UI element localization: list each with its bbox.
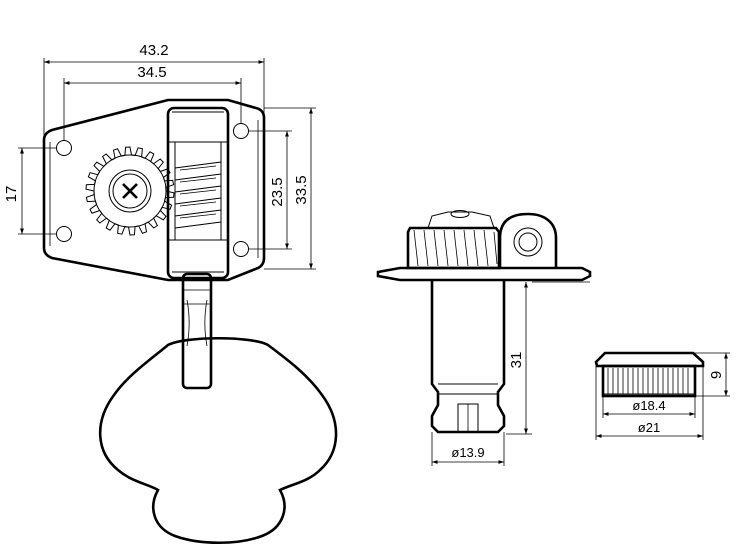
dimension-overall-width: 43.2: [43, 42, 265, 138]
dim-label-13-9: ø13.9: [451, 445, 484, 460]
dimension-overall-height: 33.5: [264, 107, 316, 270]
screw-cross-icon: [122, 183, 138, 199]
side-gear: [406, 226, 501, 270]
dimension-post-diameter: ø13.9: [431, 432, 505, 466]
dimension-bushing-height: 9: [694, 352, 730, 397]
dimension-left-hole-spacing: 17: [3, 147, 56, 235]
dim-label-23-5: 23.5: [269, 177, 286, 206]
dim-label-17: 17: [3, 186, 20, 203]
gear: [85, 146, 175, 236]
side-plate: [376, 266, 592, 282]
dimension-hole-spacing-width: 34.5: [63, 64, 242, 140]
worm-housing: [166, 106, 230, 280]
front-view: 43.2 34.5 17 23.5 33.5: [3, 42, 338, 545]
dim-label-9: 9: [708, 371, 725, 379]
mounting-hole-bottom-left: [56, 226, 72, 242]
dim-label-18-4: ø18.4: [632, 398, 665, 413]
mounting-hole-top-left: [56, 140, 72, 156]
dimension-bushing-outer-diameter: ø21: [595, 366, 704, 440]
tuner-button: [98, 337, 338, 545]
dim-label-43-2: 43.2: [139, 42, 168, 59]
mounting-holes: [56, 123, 249, 257]
dimension-bushing-inner-diameter: ø18.4: [602, 396, 696, 418]
bushing-view: 9 ø18.4 ø21: [594, 351, 730, 440]
side-view: 31 ø13.9: [376, 210, 592, 466]
dim-label-33-5: 33.5: [293, 175, 310, 204]
mounting-hole-bottom-right: [233, 241, 249, 257]
dimension-post-length: 31: [506, 281, 590, 435]
side-worm-housing: [498, 212, 558, 268]
tuner-shaft: [181, 272, 213, 390]
dim-label-21: ø21: [638, 420, 660, 435]
mounting-hole-top-right: [233, 123, 249, 139]
dim-label-31: 31: [508, 352, 525, 369]
bushing-outline: [594, 351, 705, 368]
base-plate: [42, 98, 266, 282]
dim-label-34-5: 34.5: [137, 64, 166, 81]
dimension-right-hole-spacing: 23.5: [249, 130, 292, 250]
